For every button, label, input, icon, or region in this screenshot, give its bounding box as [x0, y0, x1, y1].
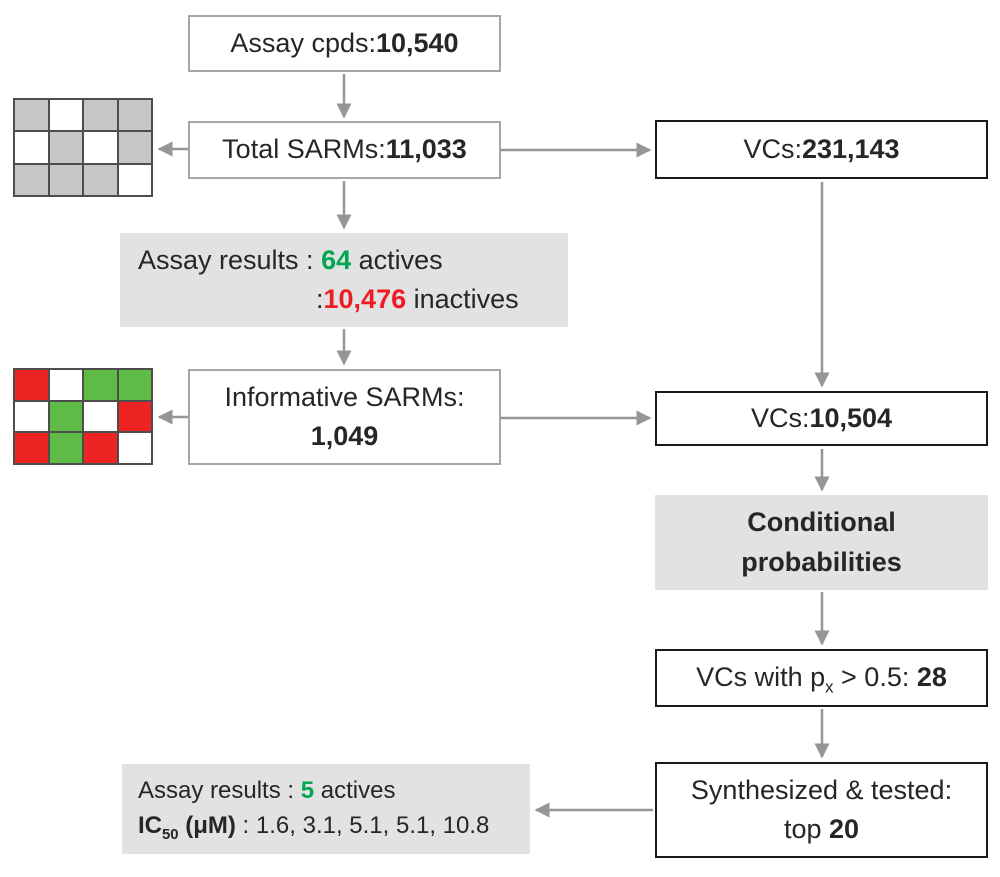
vcs-total-label: VCs: — [743, 133, 802, 164]
final-actives-suffix: actives — [314, 777, 396, 805]
ic50-main: IC — [138, 812, 162, 839]
matrix-cell-gray — [118, 132, 151, 163]
vcs-threshold-middle: > 0.5: — [833, 662, 917, 693]
ic50-unit: (μM) — [178, 812, 236, 839]
matrix-cell-white — [49, 100, 82, 131]
assay-results-screen-line1: Assay results : 64 actives — [138, 241, 443, 280]
actives-suffix: actives — [351, 244, 443, 275]
assay-results-screen-line2: :10,476 inactives — [316, 280, 519, 319]
assay-results-screen-box: Assay results : 64 actives :10,476 inact… — [120, 233, 568, 327]
vcs-threshold-prefix: VCs with p — [696, 662, 826, 693]
informative-sarms-label: Informative SARMs: — [224, 381, 465, 412]
matrix-cell-gray — [84, 164, 117, 195]
assay-cpds-label: Assay cpds: — [230, 27, 376, 58]
assay-results-final-line2: IC50 (μM) : 1.6, 3.1, 5.1, 5.1, 10.8 — [138, 809, 489, 844]
assay-cpds-box: Assay cpds: 10,540 — [188, 15, 501, 72]
matrix-cell-green — [49, 401, 82, 432]
conditional-line1: Conditional — [747, 507, 896, 538]
vcs-threshold-text: VCs with px > 0.5: 28 — [696, 658, 947, 697]
matrix-cell-gray — [84, 100, 117, 131]
conditional-probabilities-box: Conditional probabilities — [655, 495, 988, 590]
matrix-cell-white — [118, 164, 151, 195]
matrix-cell-white — [49, 370, 82, 400]
matrix-cell-green — [118, 370, 151, 400]
actives-count: 64 — [321, 244, 352, 275]
matrix-cell-gray — [15, 164, 48, 195]
matrix-cell-red — [15, 433, 48, 463]
synthesized-count: 20 — [829, 814, 860, 844]
matrix-cell-white — [15, 132, 48, 163]
vcs-threshold-box: VCs with px > 0.5: 28 — [655, 649, 988, 707]
vcs-total-box: VCs: 231,143 — [655, 120, 988, 179]
matrix-cell-white — [84, 401, 117, 432]
synthesized-line2: top 20 — [784, 810, 859, 849]
informative-sarms-value: 1,049 — [310, 421, 379, 451]
matrix-cell-green — [84, 370, 117, 400]
inactives-prefix: : — [316, 284, 324, 314]
informative-sarms-box: Informative SARMs: 1,049 — [188, 369, 501, 465]
matrix-cell-white — [15, 401, 48, 432]
final-actives-count: 5 — [300, 777, 315, 805]
ic50-label: IC50 (μM) — [138, 812, 236, 842]
synthesized-box: Synthesized & tested: top 20 — [655, 762, 988, 858]
vcs-informative-box: VCs: 10,504 — [655, 391, 988, 446]
matrix-cell-red — [118, 401, 151, 432]
ic50-separator: : — [235, 812, 256, 839]
matrix-cell-red — [15, 370, 48, 400]
vcs-total-value: 231,143 — [801, 133, 900, 164]
sarm-matrix-top — [13, 98, 153, 197]
inactives-suffix: inactives — [406, 284, 519, 314]
inactives-count: 10,476 — [323, 284, 407, 314]
matrix-cell-gray — [118, 100, 151, 131]
matrix-cell-gray — [49, 164, 82, 195]
vcs-informative-value: 10,504 — [809, 402, 893, 433]
assay-results-final-box: Assay results : 5 actives IC50 (μM) : 1.… — [122, 764, 530, 854]
sarm-matrix-informative — [13, 368, 153, 465]
final-results-prefix: Assay results : — [138, 777, 301, 805]
matrix-cell-green — [49, 433, 82, 463]
total-sarms-box: Total SARMs: 11,033 — [188, 121, 501, 179]
ic50-subscript: 50 — [162, 826, 179, 843]
vcs-informative-label: VCs: — [750, 402, 810, 433]
vcs-threshold-value: 28 — [916, 662, 947, 693]
matrix-cell-white — [118, 433, 151, 463]
synthesized-line1: Synthesized & tested: — [690, 774, 953, 805]
conditional-line2: probabilities — [741, 546, 902, 577]
matrix-cell-gray — [49, 132, 82, 163]
assay-cpds-value: 10,540 — [375, 27, 459, 58]
total-sarms-label: Total SARMs: — [222, 134, 386, 165]
total-sarms-value: 11,033 — [385, 134, 467, 165]
matrix-cell-gray — [15, 100, 48, 131]
matrix-cell-white — [84, 132, 117, 163]
assay-results-prefix: Assay results : — [138, 244, 322, 275]
vcs-threshold-subscript: x — [825, 677, 834, 697]
assay-results-final-line1: Assay results : 5 actives — [138, 774, 395, 809]
synthesized-top-label: top — [783, 814, 829, 844]
ic50-values: 1.6, 3.1, 5.1, 5.1, 10.8 — [255, 812, 490, 839]
matrix-cell-red — [84, 433, 117, 463]
